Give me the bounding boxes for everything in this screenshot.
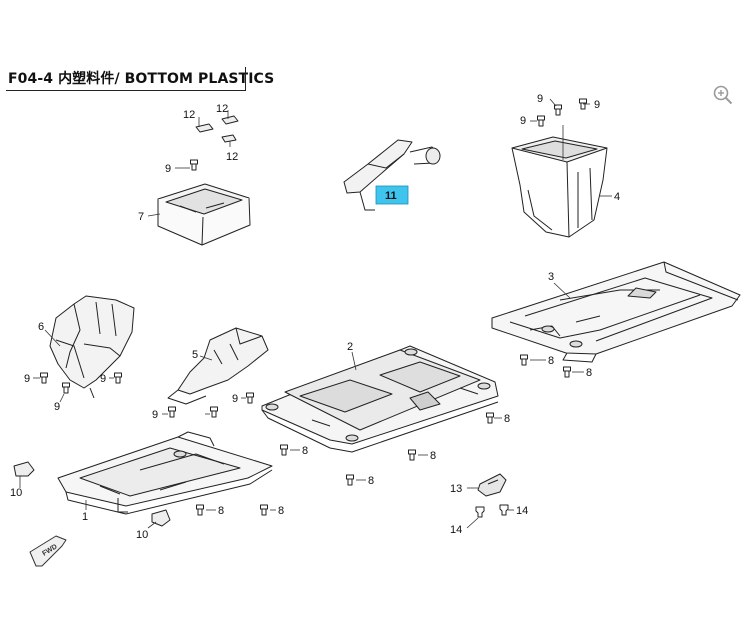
callout-13[interactable]: 13 [450, 483, 462, 495]
part-11-bracket [343, 139, 441, 211]
part-5-bracket-guard [167, 327, 269, 405]
highlight-box-part-11 [375, 185, 409, 205]
part-6-side-guard [49, 295, 135, 399]
callout-9[interactable]: 9 [152, 409, 158, 421]
callout-8[interactable]: 8 [278, 505, 284, 517]
callout-12[interactable]: 12 [216, 103, 228, 115]
callout-6[interactable]: 6 [38, 321, 44, 333]
callout-9[interactable]: 9 [537, 93, 543, 105]
callout-9[interactable]: 9 [24, 373, 30, 385]
callout-8[interactable]: 8 [548, 355, 554, 367]
callout-7[interactable]: 7 [138, 211, 144, 223]
callout-12[interactable]: 12 [226, 151, 238, 163]
callout-5[interactable]: 5 [192, 349, 198, 361]
callout-1[interactable]: 1 [82, 511, 88, 523]
callout-8[interactable]: 8 [430, 450, 436, 462]
part-1-front-skid-plate [57, 431, 273, 515]
callout-8[interactable]: 8 [368, 475, 374, 487]
callout-9[interactable]: 9 [594, 99, 600, 111]
title-underline [6, 90, 246, 91]
fwd-direction-arrow [29, 535, 67, 567]
part-3-rear-skid-plate [491, 261, 741, 363]
part-12-clip-plates [195, 115, 239, 143]
callout-8[interactable]: 8 [302, 445, 308, 457]
part-13-small-bracket [477, 473, 507, 497]
part-2-center-skid-plate [261, 345, 499, 453]
fasteners [13, 98, 587, 527]
callout-10[interactable]: 10 [10, 487, 22, 499]
callout-12[interactable]: 12 [183, 109, 195, 121]
part-7-storage-tray [157, 183, 251, 246]
callout-9[interactable]: 9 [165, 163, 171, 175]
callout-3[interactable]: 3 [548, 271, 554, 283]
callout-10[interactable]: 10 [136, 529, 148, 541]
callout-9[interactable]: 9 [100, 373, 106, 385]
callout-11[interactable]: 11 [385, 190, 397, 202]
callout-2[interactable]: 2 [347, 341, 353, 353]
leader-lines [19, 98, 612, 529]
title-divider [245, 67, 246, 91]
callout-labels: 12 12 12 9 7 11 9 9 9 4 3 2 6 5 9 9 9 9 … [10, 93, 620, 541]
callout-9[interactable]: 9 [520, 115, 526, 127]
diagram-title: F04-4 内塑料件/ BOTTOM PLASTICS [8, 71, 275, 87]
callout-9[interactable]: 9 [232, 393, 238, 405]
zoom-in-icon[interactable] [712, 84, 734, 106]
part-4-storage-bin [511, 136, 608, 238]
callout-8[interactable]: 8 [504, 413, 510, 425]
callout-8[interactable]: 8 [218, 505, 224, 517]
callout-9[interactable]: 9 [54, 401, 60, 413]
callout-4[interactable]: 4 [614, 191, 620, 203]
callout-14[interactable]: 14 [450, 524, 462, 536]
callout-8[interactable]: 8 [586, 367, 592, 379]
callout-14[interactable]: 14 [516, 505, 528, 517]
